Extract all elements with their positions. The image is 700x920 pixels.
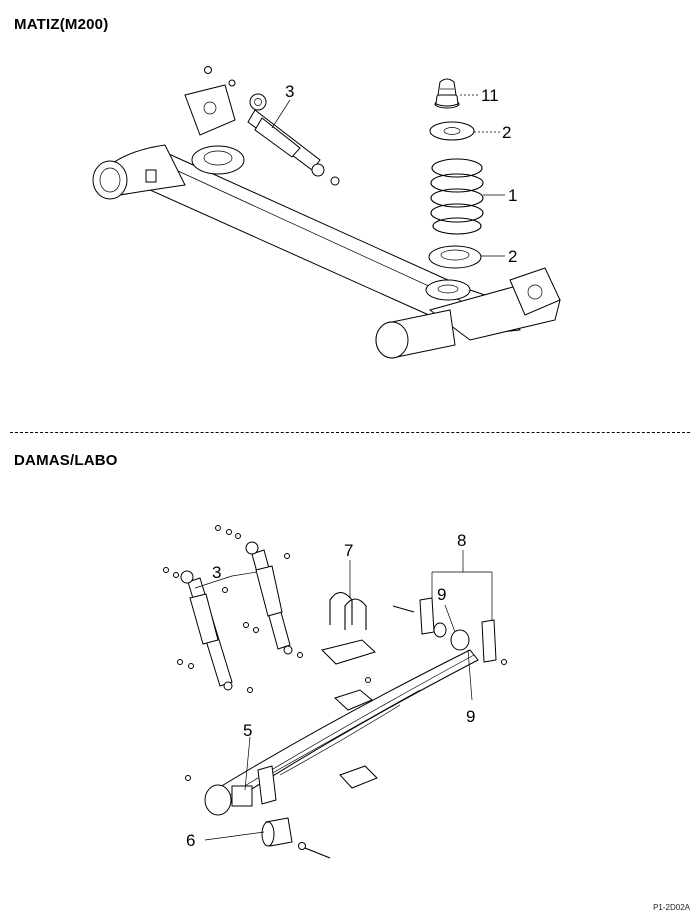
callout-9-upper: 9: [437, 585, 446, 604]
right-mount-bracket: [509, 267, 561, 316]
damas-leaf-spring-assembly: [163, 525, 507, 859]
left-mount-bracket: [184, 84, 236, 136]
damas-shock-left: [180, 570, 233, 691]
u-bolt: [321, 591, 376, 665]
lower-spring-insulator: [428, 245, 482, 269]
section-title-damas-labo: DAMAS/LABO: [14, 452, 118, 469]
damas-shock-right: [245, 541, 293, 655]
callout-3-bottom: 3: [212, 563, 221, 582]
callout-11: 11: [481, 86, 499, 105]
section-title-matiz: MATIZ(M200): [14, 16, 109, 33]
left-bushing: [92, 160, 128, 200]
matiz-rear-axle: [92, 66, 561, 359]
callout-7: 7: [344, 541, 353, 560]
right-spring-seat: [425, 279, 471, 301]
rear-shackle: [392, 597, 497, 663]
callout-6: 6: [186, 831, 195, 850]
rubber-bushing: [261, 817, 331, 859]
figure-code: P1-2D02A: [653, 903, 690, 912]
callout-1: 1: [508, 186, 517, 205]
upper-spring-insulator: [429, 121, 475, 141]
matiz-shock-absorber: [204, 66, 340, 186]
callout-5: 5: [243, 721, 252, 740]
callout-3-top: 3: [285, 82, 294, 101]
coil-spring: [430, 158, 484, 235]
callout-2-upper: 2: [502, 123, 511, 142]
section-divider: [10, 432, 690, 433]
left-spring-seat: [191, 145, 245, 175]
callout-9-lower: 9: [466, 707, 475, 726]
callout-8: 8: [457, 531, 466, 550]
callout-2-lower: 2: [508, 247, 517, 266]
bump-stop: [434, 78, 460, 109]
